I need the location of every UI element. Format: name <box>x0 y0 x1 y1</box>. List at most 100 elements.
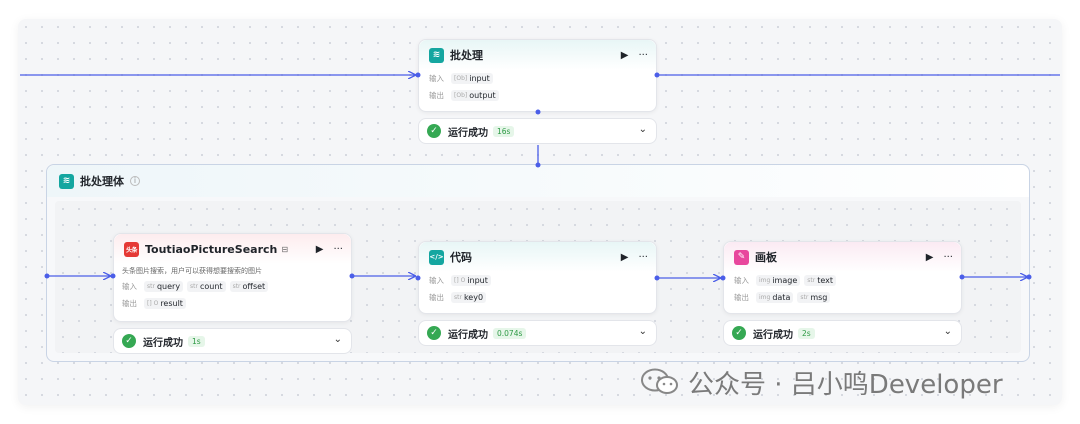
more-icon[interactable]: ··· <box>638 49 648 61</box>
param-name: input <box>469 74 490 83</box>
type-icon: [] O <box>147 300 159 307</box>
watermark-text: 公众号 · 吕小鸣Developer <box>688 369 1003 400</box>
output-label: 输出 <box>122 299 137 308</box>
param-name: input <box>467 276 488 285</box>
param-name: query <box>156 282 181 291</box>
watermark: 公众号 · 吕小鸣Developer <box>640 362 1003 402</box>
drawing-board-status-bar[interactable]: ✓ 运行成功 2s ⌄ <box>723 320 962 346</box>
check-circle-icon: ✓ <box>732 326 746 340</box>
batch-status-bar[interactable]: ✓ 运行成功 16s ⌄ <box>418 118 657 144</box>
node-title: ToutiaoPictureSearch <box>145 242 278 256</box>
layers-icon: ≋ <box>429 47 444 63</box>
type-icon: str <box>800 294 809 301</box>
status-text: 运行成功 <box>753 329 793 341</box>
play-icon[interactable]: ▶ <box>925 251 934 263</box>
type-icon: str <box>454 294 462 301</box>
toutiao-status-bar[interactable]: ✓ 运行成功 1s ⌄ <box>113 328 352 354</box>
type-icon: str <box>190 283 198 290</box>
more-icon[interactable]: ··· <box>638 251 648 263</box>
type-icon: str <box>232 283 241 290</box>
output-label: 输出 <box>429 91 444 100</box>
node-title: 批处理 <box>450 49 483 62</box>
more-icon[interactable]: ··· <box>333 243 343 255</box>
param-name: count <box>200 282 223 291</box>
input-row: 输入 [Ob]input <box>419 70 656 87</box>
play-icon[interactable]: ▶ <box>315 243 324 255</box>
input-label: 输入 <box>429 74 444 83</box>
node-title: 画板 <box>755 251 777 264</box>
output-label: 输出 <box>429 293 444 302</box>
batch-node[interactable]: ≋ 批处理 ▶ ··· 输入 [Ob]input 输出 [Ob]output <box>418 39 657 112</box>
type-icon: [Ob] <box>454 75 468 82</box>
duration-badge: 1s <box>188 335 205 347</box>
paint-board-icon: ✎ <box>734 249 749 265</box>
output-row: 输出 [Ob]output <box>419 87 656 104</box>
layers-icon: ≋ <box>59 173 74 189</box>
param-name: output <box>469 91 496 100</box>
param-name: image <box>772 276 798 285</box>
code-node-header: </> 代码 ▶ ··· <box>419 242 656 272</box>
code-icon: </> <box>429 249 444 265</box>
param-name: key0 <box>463 293 484 302</box>
type-icon: [Ob] <box>454 92 468 99</box>
check-circle-icon: ✓ <box>427 326 441 340</box>
chevron-down-icon[interactable]: ⌄ <box>638 124 647 135</box>
status-text: 运行成功 <box>448 127 488 139</box>
param-name: text <box>817 276 833 285</box>
play-icon[interactable]: ▶ <box>620 49 629 61</box>
type-icon: img <box>759 277 771 284</box>
duration-badge: 16s <box>493 125 515 137</box>
input-label: 输入 <box>122 282 137 291</box>
output-label: 输出 <box>734 293 749 302</box>
duration-badge: 2s <box>798 327 815 339</box>
info-icon[interactable]: i <box>130 176 140 186</box>
check-circle-icon: ✓ <box>122 334 136 348</box>
input-label: 输入 <box>429 276 444 285</box>
node-title: 代码 <box>450 251 472 264</box>
check-circle-icon: ✓ <box>427 124 441 138</box>
param-tag: [Ob]output <box>451 90 499 101</box>
toutiao-picture-search-node[interactable]: 头条 ToutiaoPictureSearch ⊟ ▶ ··· 头条图片搜索，用… <box>113 233 352 322</box>
code-status-bar[interactable]: ✓ 运行成功 0.074s ⌄ <box>418 320 657 346</box>
type-icon: str <box>807 277 816 284</box>
toutiao-node-header: 头条 ToutiaoPictureSearch ⊟ ▶ ··· <box>114 234 351 264</box>
duration-badge: 0.074s <box>493 327 527 339</box>
batch-body-header: ≋ 批处理体 i <box>47 165 1029 197</box>
status-text: 运行成功 <box>448 329 488 341</box>
type-icon: [] O <box>454 277 466 284</box>
status-text: 运行成功 <box>143 337 183 349</box>
param-name: data <box>772 293 791 302</box>
more-icon[interactable]: ··· <box>943 251 953 263</box>
chevron-down-icon[interactable]: ⌄ <box>943 326 952 337</box>
param-tag: [Ob]input <box>451 73 493 84</box>
node-description: 头条图片搜索，用户可以获得想要搜索的图片 <box>122 267 262 275</box>
param-name: msg <box>810 293 828 302</box>
play-icon[interactable]: ▶ <box>620 251 629 263</box>
wechat-icon <box>641 368 678 394</box>
type-icon: img <box>759 294 771 301</box>
drawing-board-node-header: ✎ 画板 ▶ ··· <box>724 242 961 272</box>
batch-node-header: ≋ 批处理 ▶ ··· <box>419 40 656 70</box>
toutiao-logo-icon: 头条 <box>124 241 139 257</box>
chevron-down-icon[interactable]: ⌄ <box>333 334 342 345</box>
chevron-down-icon[interactable]: ⌄ <box>638 326 647 337</box>
param-name: result <box>160 299 183 308</box>
type-icon: str <box>147 283 155 290</box>
